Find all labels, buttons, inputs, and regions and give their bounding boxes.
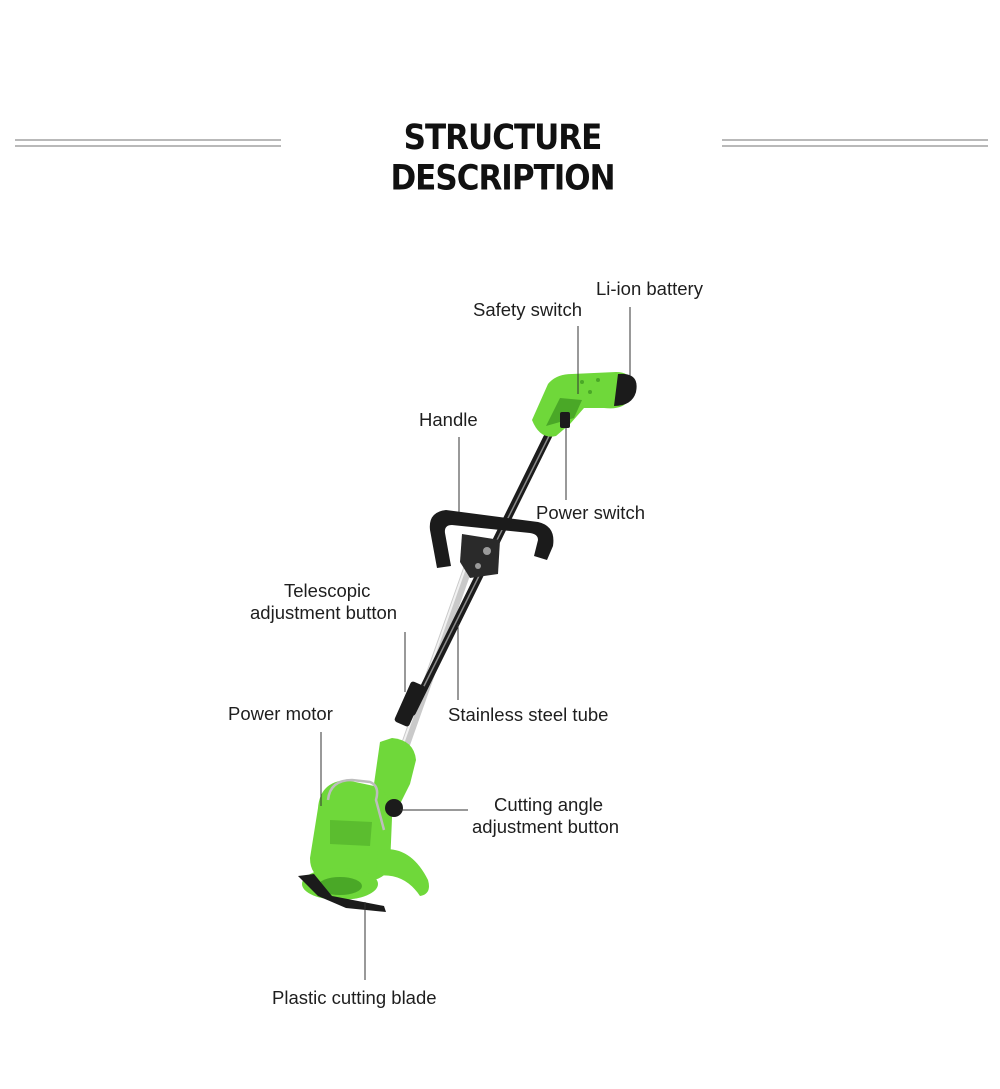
label-power-motor: Power motor: [228, 703, 333, 724]
handle-loop: [429, 510, 554, 568]
power-switch-trigger: [560, 412, 570, 428]
label-power-switch: Power switch: [536, 502, 645, 523]
label-plastic-cutting-blade: Plastic cutting blade: [272, 987, 437, 1008]
label-handle: Handle: [419, 409, 478, 430]
grip-dot-3: [588, 390, 592, 394]
blade-guard: [376, 849, 429, 896]
callout-labels: Li-ion battery Safety switch Handle Powe…: [228, 278, 704, 1008]
label-safety-switch: Safety switch: [473, 299, 582, 320]
lower-tube-shine: [397, 559, 469, 759]
header-rule-left: [15, 139, 281, 148]
label-stainless-steel-tube: Stainless steel tube: [448, 704, 608, 725]
angle-knob: [385, 799, 403, 817]
telescopic-collar: [394, 681, 426, 727]
handle-clamp: [460, 534, 500, 578]
label-cutting-angle-line1: Cutting angle: [494, 794, 603, 815]
label-telescopic-line2: adjustment button: [250, 602, 397, 623]
support-wire: [326, 778, 386, 831]
label-li-ion-battery: Li-ion battery: [596, 278, 704, 299]
battery-end-cap: [614, 373, 637, 406]
page-title: STRUCTURE DESCRIPTION: [390, 117, 615, 199]
clamp-bolt-lower: [475, 563, 481, 569]
grip-dot: [580, 380, 584, 384]
grip-dot-2: [596, 378, 600, 382]
clamp-bolt: [483, 547, 491, 555]
label-telescopic-line1: Telescopic: [284, 580, 370, 601]
spool-center: [318, 877, 362, 895]
header-rule-right: [722, 139, 988, 148]
label-cutting-angle-line2: adjustment button: [472, 816, 619, 837]
cutting-blade: [298, 874, 386, 912]
grass-trimmer-illustration: [298, 372, 637, 912]
leader-lines: [320, 307, 631, 980]
motor-vent: [330, 820, 372, 846]
